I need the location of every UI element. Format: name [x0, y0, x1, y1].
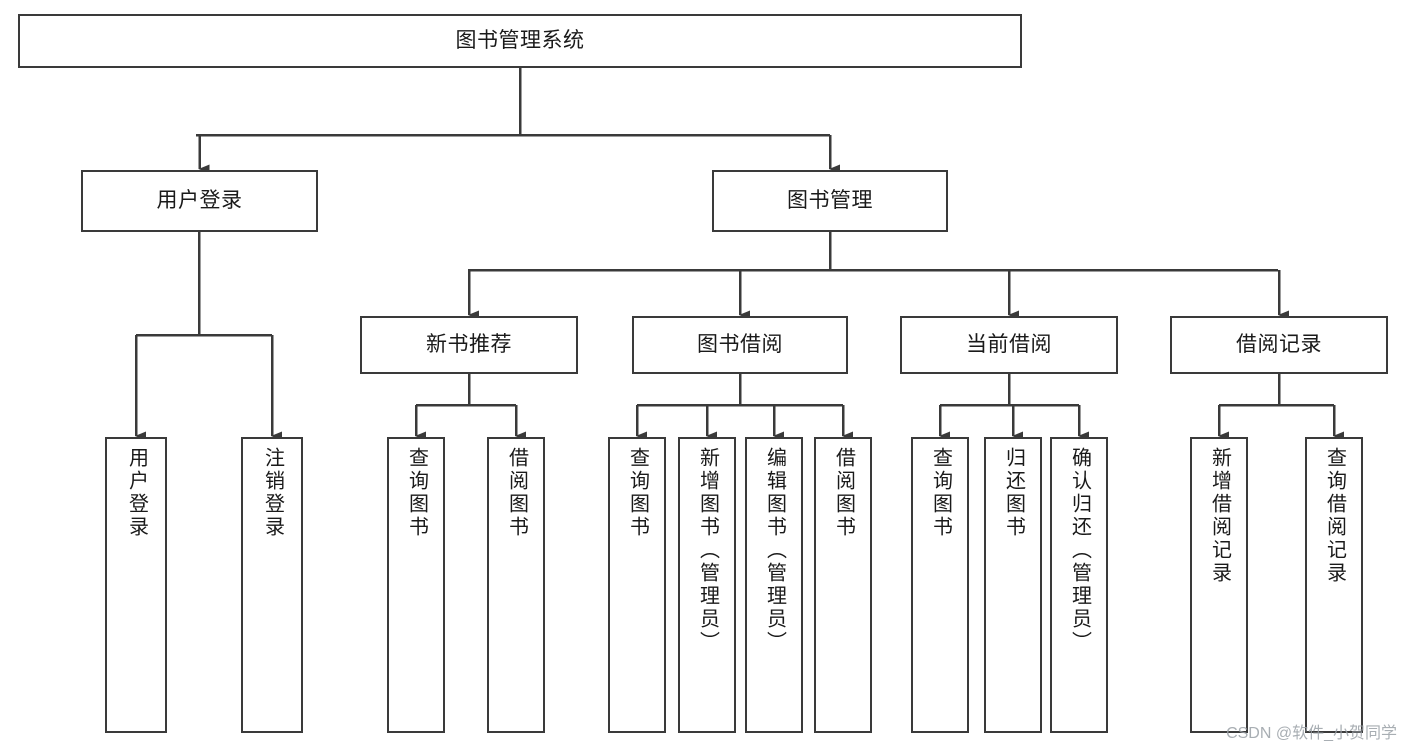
node-lf3[interactable]: 查询图书 [387, 437, 445, 733]
node-lf12[interactable]: 新增借阅记录 [1190, 437, 1248, 733]
edge-paths [134, 68, 1344, 441]
node-lf9[interactable]: 查询图书 [911, 437, 969, 733]
node-label: 用户登录 [156, 189, 243, 213]
node-label: 借阅记录 [1236, 333, 1322, 357]
node-lf7[interactable]: 编辑图书（管理员） [745, 437, 803, 733]
node-root[interactable]: 图书管理系统 [18, 14, 1022, 68]
node-label: 新增借阅记录 [1208, 447, 1231, 585]
node-lf1[interactable]: 用户登录 [105, 437, 167, 733]
node-label: 注销登录 [261, 447, 284, 539]
node-lf5[interactable]: 查询图书 [608, 437, 666, 733]
node-lf11[interactable]: 确认归还（管理员） [1050, 437, 1108, 733]
node-label: 查询图书 [626, 447, 649, 539]
node-l2a[interactable]: 新书推荐 [360, 316, 578, 374]
node-l2b[interactable]: 图书借阅 [632, 316, 848, 374]
node-l1a[interactable]: 用户登录 [81, 170, 318, 232]
node-l1b[interactable]: 图书管理 [712, 170, 948, 232]
node-label: 新增图书（管理员） [696, 447, 719, 654]
node-lf10[interactable]: 归还图书 [984, 437, 1042, 733]
node-label: 借阅图书 [832, 447, 855, 539]
node-l2d[interactable]: 借阅记录 [1170, 316, 1388, 374]
node-label: 当前借阅 [966, 333, 1052, 357]
node-label: 借阅图书 [505, 447, 528, 539]
node-lf4[interactable]: 借阅图书 [487, 437, 545, 733]
node-lf2[interactable]: 注销登录 [241, 437, 303, 733]
node-label: 图书管理 [787, 189, 873, 213]
node-lf8[interactable]: 借阅图书 [814, 437, 872, 733]
node-label: 新书推荐 [426, 333, 512, 357]
node-lf13[interactable]: 查询借阅记录 [1305, 437, 1363, 733]
node-label: 归还图书 [1002, 447, 1025, 539]
node-label: 图书管理系统 [455, 29, 585, 53]
node-label: 用户登录 [125, 447, 148, 539]
watermark-label: CSDN @软件_小贺同学 [1226, 725, 1397, 742]
node-label: 确认归还（管理员） [1068, 447, 1091, 654]
node-l2c[interactable]: 当前借阅 [900, 316, 1118, 374]
node-lf6[interactable]: 新增图书（管理员） [678, 437, 736, 733]
node-label: 编辑图书（管理员） [763, 447, 786, 654]
node-label: 查询借阅记录 [1323, 447, 1346, 585]
node-label: 查询图书 [405, 447, 428, 539]
node-label: 图书借阅 [697, 333, 783, 357]
node-label: 查询图书 [929, 447, 952, 539]
